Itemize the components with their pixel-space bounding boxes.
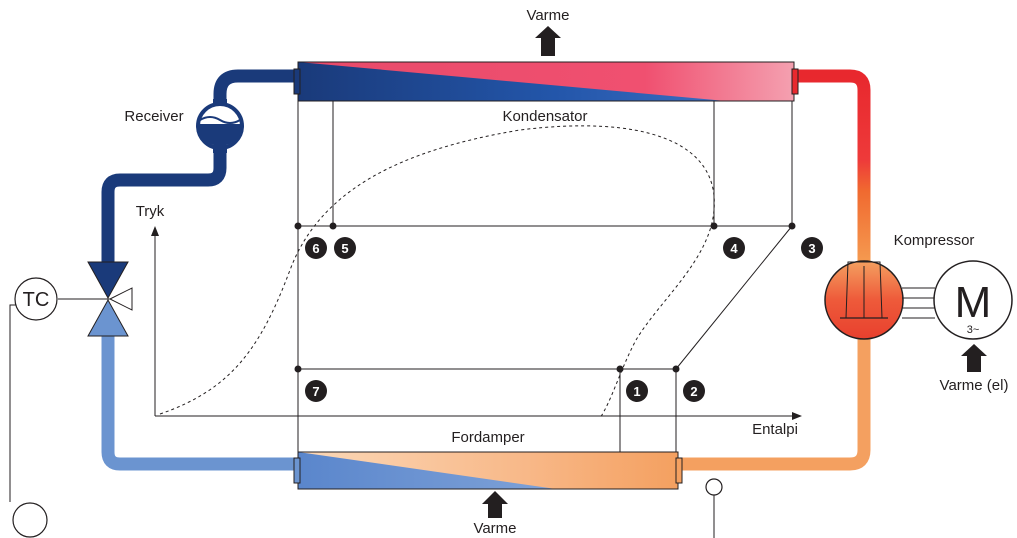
pipe-receiver-to-valve: [101, 146, 227, 262]
state-point-6: 6: [305, 237, 327, 259]
compressor: [824, 260, 904, 340]
state-point-2: 2: [683, 380, 705, 402]
pipe-condenser-to-receiver: [213, 69, 300, 104]
y-axis-label: Tryk: [136, 203, 165, 220]
top-heat-label: Varme: [526, 7, 569, 24]
svg-text:4: 4: [730, 241, 738, 256]
motor-heat-label: Varme (el): [940, 377, 1009, 394]
motor-phase: 3~: [967, 324, 980, 336]
svg-text:6: 6: [312, 241, 319, 256]
tc-controller: TC: [9, 277, 110, 538]
heat-arrow-top: [535, 26, 561, 56]
expansion-valve: [87, 261, 133, 337]
state-point-7: 7: [305, 380, 327, 402]
condenser: [293, 61, 799, 102]
pipe-evaporator-to-compressor: [676, 338, 871, 471]
temperature-sensor-bulb: [12, 502, 48, 538]
heat-arrow-motor: [961, 344, 987, 372]
svg-text:1: 1: [633, 384, 640, 399]
bottom-heat-label: Varme: [473, 520, 516, 537]
condenser-label: Kondensator: [502, 108, 587, 125]
tc-label: TC: [23, 289, 50, 311]
saturation-dome: [159, 125, 715, 419]
heat-arrow-bottom: [482, 491, 508, 518]
pipe-valve-to-evaporator: [101, 336, 300, 471]
state-point-4: 4: [723, 237, 745, 259]
receiver-label: Receiver: [124, 108, 183, 125]
svg-text:2: 2: [690, 384, 697, 399]
evaporator-label: Fordamper: [451, 429, 524, 446]
x-axis-label: Entalpi: [752, 421, 798, 438]
state-point-1: 1: [626, 380, 648, 402]
svg-text:7: 7: [312, 384, 319, 399]
motor: M 3~: [902, 260, 1013, 340]
projection-lines: [297, 101, 793, 452]
motor-symbol: M: [955, 278, 992, 327]
svg-text:3: 3: [808, 241, 815, 256]
evaporator: [293, 451, 683, 490]
evaporator-outlet-sensor: [705, 478, 723, 538]
svg-text:5: 5: [341, 241, 348, 256]
state-point-3: 3: [801, 237, 823, 259]
receiver-vessel: [196, 99, 244, 153]
pipe-compressor-to-condenser: [792, 69, 871, 262]
ph-diagram: 6 5 4 3 7 1 2: [151, 125, 823, 420]
state-point-5: 5: [334, 237, 356, 259]
compression-line: [675, 225, 793, 370]
compressor-label: Kompressor: [894, 232, 975, 249]
